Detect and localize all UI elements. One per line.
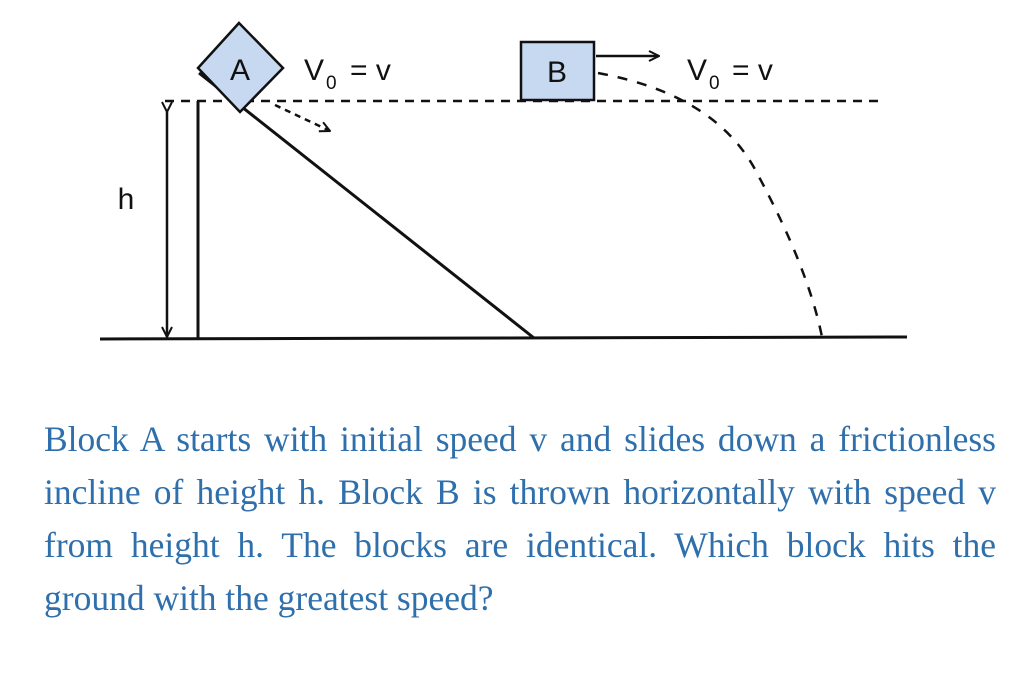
question-text: Block A starts with initial speed v and … — [44, 419, 996, 618]
block-a-velocity-arrow — [274, 103, 330, 131]
svg-text:V: V — [304, 54, 324, 87]
block-a-label: A — [230, 54, 250, 87]
svg-text:= v: = v — [732, 54, 773, 87]
svg-text:0: 0 — [326, 73, 337, 94]
svg-text:0: 0 — [709, 73, 720, 94]
ground-line — [99, 335, 908, 341]
height-label: h — [118, 183, 135, 216]
incline-slope — [198, 71, 535, 340]
block-b-trajectory — [597, 71, 824, 338]
velocity-label-a: V 0 = v — [304, 54, 391, 94]
velocity-label-b: V 0 = v — [687, 54, 773, 94]
svg-text:= v: = v — [350, 54, 391, 87]
svg-text:V: V — [687, 54, 707, 87]
physics-diagram: h A V 0 = v B V 0 = v — [99, 21, 908, 341]
block-b-label: B — [547, 56, 567, 89]
block-a: A — [196, 21, 285, 114]
block-b: B — [519, 40, 596, 102]
